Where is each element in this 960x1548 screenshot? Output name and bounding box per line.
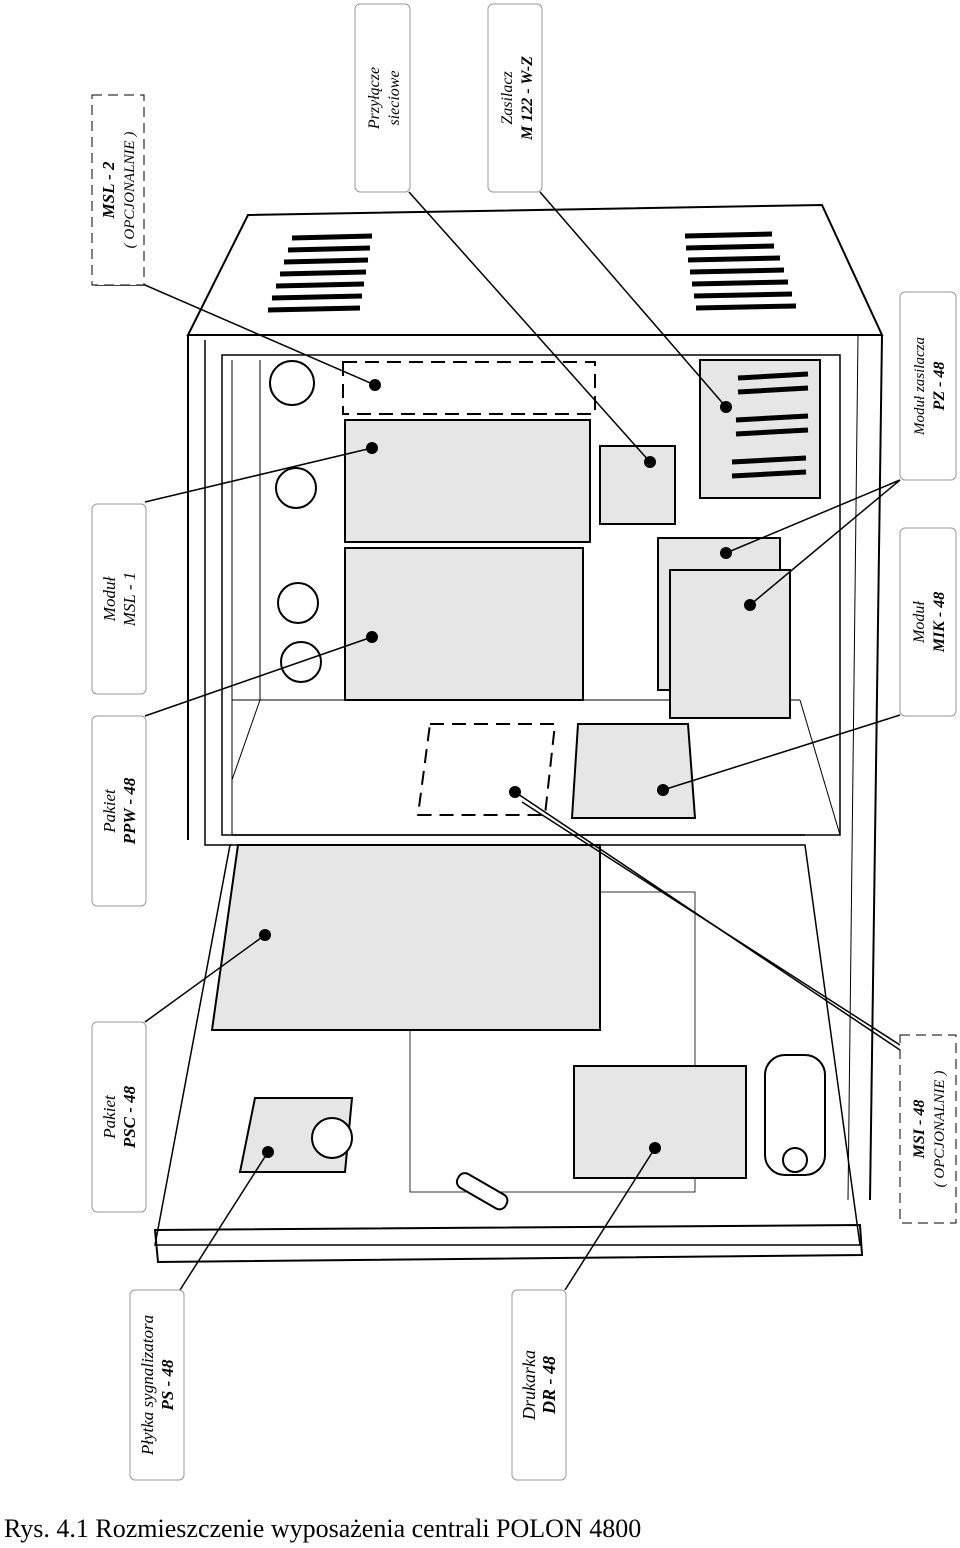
label-texts: MSL - 2 ( OPCJONALNIE ) Przyłącze siecio… xyxy=(99,56,948,1456)
label-zasilacz-line1: Zasilacz xyxy=(499,71,516,125)
label-msl2-line1: MSL - 2 xyxy=(99,161,118,219)
buzzer xyxy=(311,1117,353,1159)
label-pz-line2: PZ - 48 xyxy=(931,362,948,412)
label-msl1-line1: Moduł xyxy=(100,576,119,623)
box-zasilacz xyxy=(487,3,543,193)
label-przylacze-line2: sieciowe xyxy=(386,70,403,125)
module-mik xyxy=(669,569,791,719)
label-dr-line1: Drukarka xyxy=(519,1350,539,1421)
label-ps-line1: Płytka sygnalizatora xyxy=(138,1315,157,1456)
box-mik xyxy=(899,527,957,717)
figure-caption: Rys. 4.1 Rozmieszczenie wyposażenia cent… xyxy=(4,1514,642,1543)
label-psc-line2: PSC - 48 xyxy=(120,1085,139,1149)
label-pz-line1: Moduł zasilacza xyxy=(912,337,928,436)
label-msl1-line2: MSL - 1 xyxy=(120,572,139,627)
label-ps-line2: PS - 48 xyxy=(158,1359,177,1412)
module-msl2-dashed xyxy=(342,361,596,415)
vent-slots-right xyxy=(684,231,797,311)
label-msl2-line2: ( OPCJONALNIE ) xyxy=(122,132,138,249)
module-przylacze xyxy=(599,445,676,525)
printer-roll xyxy=(764,1054,826,1176)
label-boxes xyxy=(91,3,957,1481)
box-ps xyxy=(129,1289,185,1481)
modules xyxy=(210,359,826,1211)
label-msi-line2: ( OPCJONALNIE ) xyxy=(932,1071,948,1188)
module-dr xyxy=(573,1065,747,1179)
cabinet-diagram: MSL - 2 ( OPCJONALNIE ) Przyłącze siecio… xyxy=(91,3,957,1481)
vent-slots-left xyxy=(267,233,373,313)
box-msi xyxy=(899,1034,957,1224)
module-msl1-upper xyxy=(344,419,591,543)
label-dr-line2: DR - 48 xyxy=(539,1356,559,1415)
label-ppw-line2: PPW - 48 xyxy=(120,777,139,845)
label-przylacze-line1: Przyłącze xyxy=(366,67,383,130)
box-psc xyxy=(91,1021,147,1213)
label-ppw-line1: Pakiet xyxy=(100,788,119,834)
box-pz xyxy=(899,291,957,481)
label-mik-line1: Moduł xyxy=(911,601,928,644)
module-psc xyxy=(210,844,601,1031)
label-mik-line2: MIK - 48 xyxy=(931,592,948,653)
label-psc-line1: Pakiet xyxy=(100,1094,119,1140)
module-mik-lower xyxy=(570,723,697,819)
leader-dots xyxy=(259,379,756,1158)
box-msl1 xyxy=(91,503,147,695)
label-msi-line1: MSI - 48 xyxy=(911,1100,928,1160)
box-ppw xyxy=(91,715,147,907)
box-dr xyxy=(511,1289,567,1481)
battery xyxy=(455,1172,509,1211)
module-msi-dashed xyxy=(416,723,557,816)
box-przylacze xyxy=(354,3,411,193)
label-zasilacz-line2: M 122 - W-Z xyxy=(519,56,536,141)
module-ppw xyxy=(344,547,584,701)
box-msl2 xyxy=(91,94,145,286)
